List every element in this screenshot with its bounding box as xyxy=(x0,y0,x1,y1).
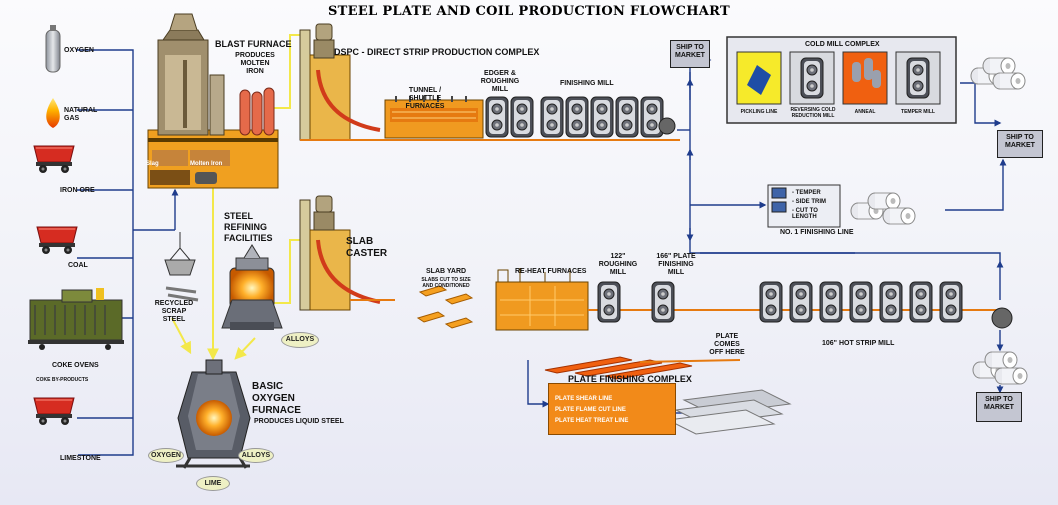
plate-comes-off-label: PLATE COMES OFF HERE xyxy=(709,333,745,356)
bof-title: BASIC OXYGEN FURNACE xyxy=(252,381,301,416)
slag-label: Slag xyxy=(146,161,159,167)
finishing-mill-label: FINISHING MILL xyxy=(560,80,614,87)
ship-to-market-2: SHIP TO MARKET xyxy=(997,130,1043,158)
plate-shear-line: PLATE SHEAR LINE xyxy=(555,396,613,402)
reversing-mill-label: REVERSING COLD REDUCTION MILL xyxy=(790,107,836,119)
steel-refining-label: STEEL REFINING FACILITIES xyxy=(224,211,273,243)
input-coal: COAL xyxy=(68,262,88,269)
hot-strip-mill-label: 106" HOT STRIP MILL xyxy=(822,340,895,347)
plate-heat-treat-line: PLATE HEAT TREAT LINE xyxy=(555,418,629,424)
slab-yard-note: SLABS CUT TO SIZE AND CONDITIONED xyxy=(421,277,471,289)
cold-mill-title: COLD MILL COMPLEX xyxy=(805,41,880,48)
input-coke-byproducts: COKE BY-PRODUCTS xyxy=(36,377,89,383)
anneal-label: ANNEAL xyxy=(854,109,876,115)
slab-caster-label: SLAB CASTER xyxy=(346,236,388,259)
recycled-scrap-label: RECYCLED SCRAP STEEL xyxy=(154,300,194,323)
input-iron-ore: IRON ORE xyxy=(60,187,95,194)
slab-yard-title: SLAB YARD xyxy=(426,268,467,275)
edger-roughing-label: EDGER & ROUGHING MILL xyxy=(480,70,520,93)
oval-lime: LIME xyxy=(196,476,230,491)
plate-flame-cut-line: PLATE FLAME CUT LINE xyxy=(555,407,626,413)
molten-iron-label: Molten Iron xyxy=(190,161,223,167)
finishing-side-trim: - SIDE TRIM xyxy=(792,199,826,205)
page-title: STEEL PLATE AND COIL PRODUCTION FLOWCHAR… xyxy=(327,4,731,19)
oval-alloys-refining: ALLOYS xyxy=(281,332,319,348)
input-oxygen: OXYGEN xyxy=(64,47,94,54)
tunnel-furnaces-label: TUNNEL / SHUTTLE FURNACES xyxy=(405,87,445,110)
ship-to-market-3: SHIP TO MARKET xyxy=(976,392,1022,422)
ship-to-market-1: SHIP TO MARKET xyxy=(670,40,710,68)
blast-furnace-title: BLAST FURNACE xyxy=(215,39,292,49)
finishing-temper: - TEMPER xyxy=(792,190,821,196)
input-natural-gas: NATURAL GAS xyxy=(64,107,98,122)
input-coke-ovens: COKE OVENS xyxy=(52,362,99,369)
input-limestone: LIMESTONE xyxy=(60,455,101,462)
plate-finishing-panel: PLATE SHEAR LINE PLATE FLAME CUT LINE PL… xyxy=(548,383,676,435)
dspc-title: DSPC - DIRECT STRIP PRODUCTION COMPLEX xyxy=(334,47,540,57)
plate-finishing-complex-title: PLATE FINISHING COMPLEX xyxy=(568,374,692,384)
temper-mill-label: TEMPER MILL xyxy=(901,109,935,115)
finishing-line-title: NO. 1 FINISHING LINE xyxy=(780,229,854,236)
reheat-furnaces-label: RE-HEAT FURNACES xyxy=(515,268,587,275)
finishing-cut-length: - CUT TO LENGTH xyxy=(792,208,818,220)
oval-alloys-bof: ALLOYS xyxy=(238,448,274,463)
bof-subtitle: PRODUCES LIQUID STEEL xyxy=(254,418,344,425)
oval-oxygen: OXYGEN xyxy=(148,448,184,463)
plate-finishing-166-label: 166" PLATE FINISHING MILL xyxy=(656,253,696,276)
pickling-line-label: PICKLING LINE xyxy=(740,109,778,115)
roughing-mill-122-label: 122" ROUGHING MILL xyxy=(598,253,638,276)
blast-furnace-subtitle: PRODUCES MOLTEN IRON xyxy=(235,52,275,75)
